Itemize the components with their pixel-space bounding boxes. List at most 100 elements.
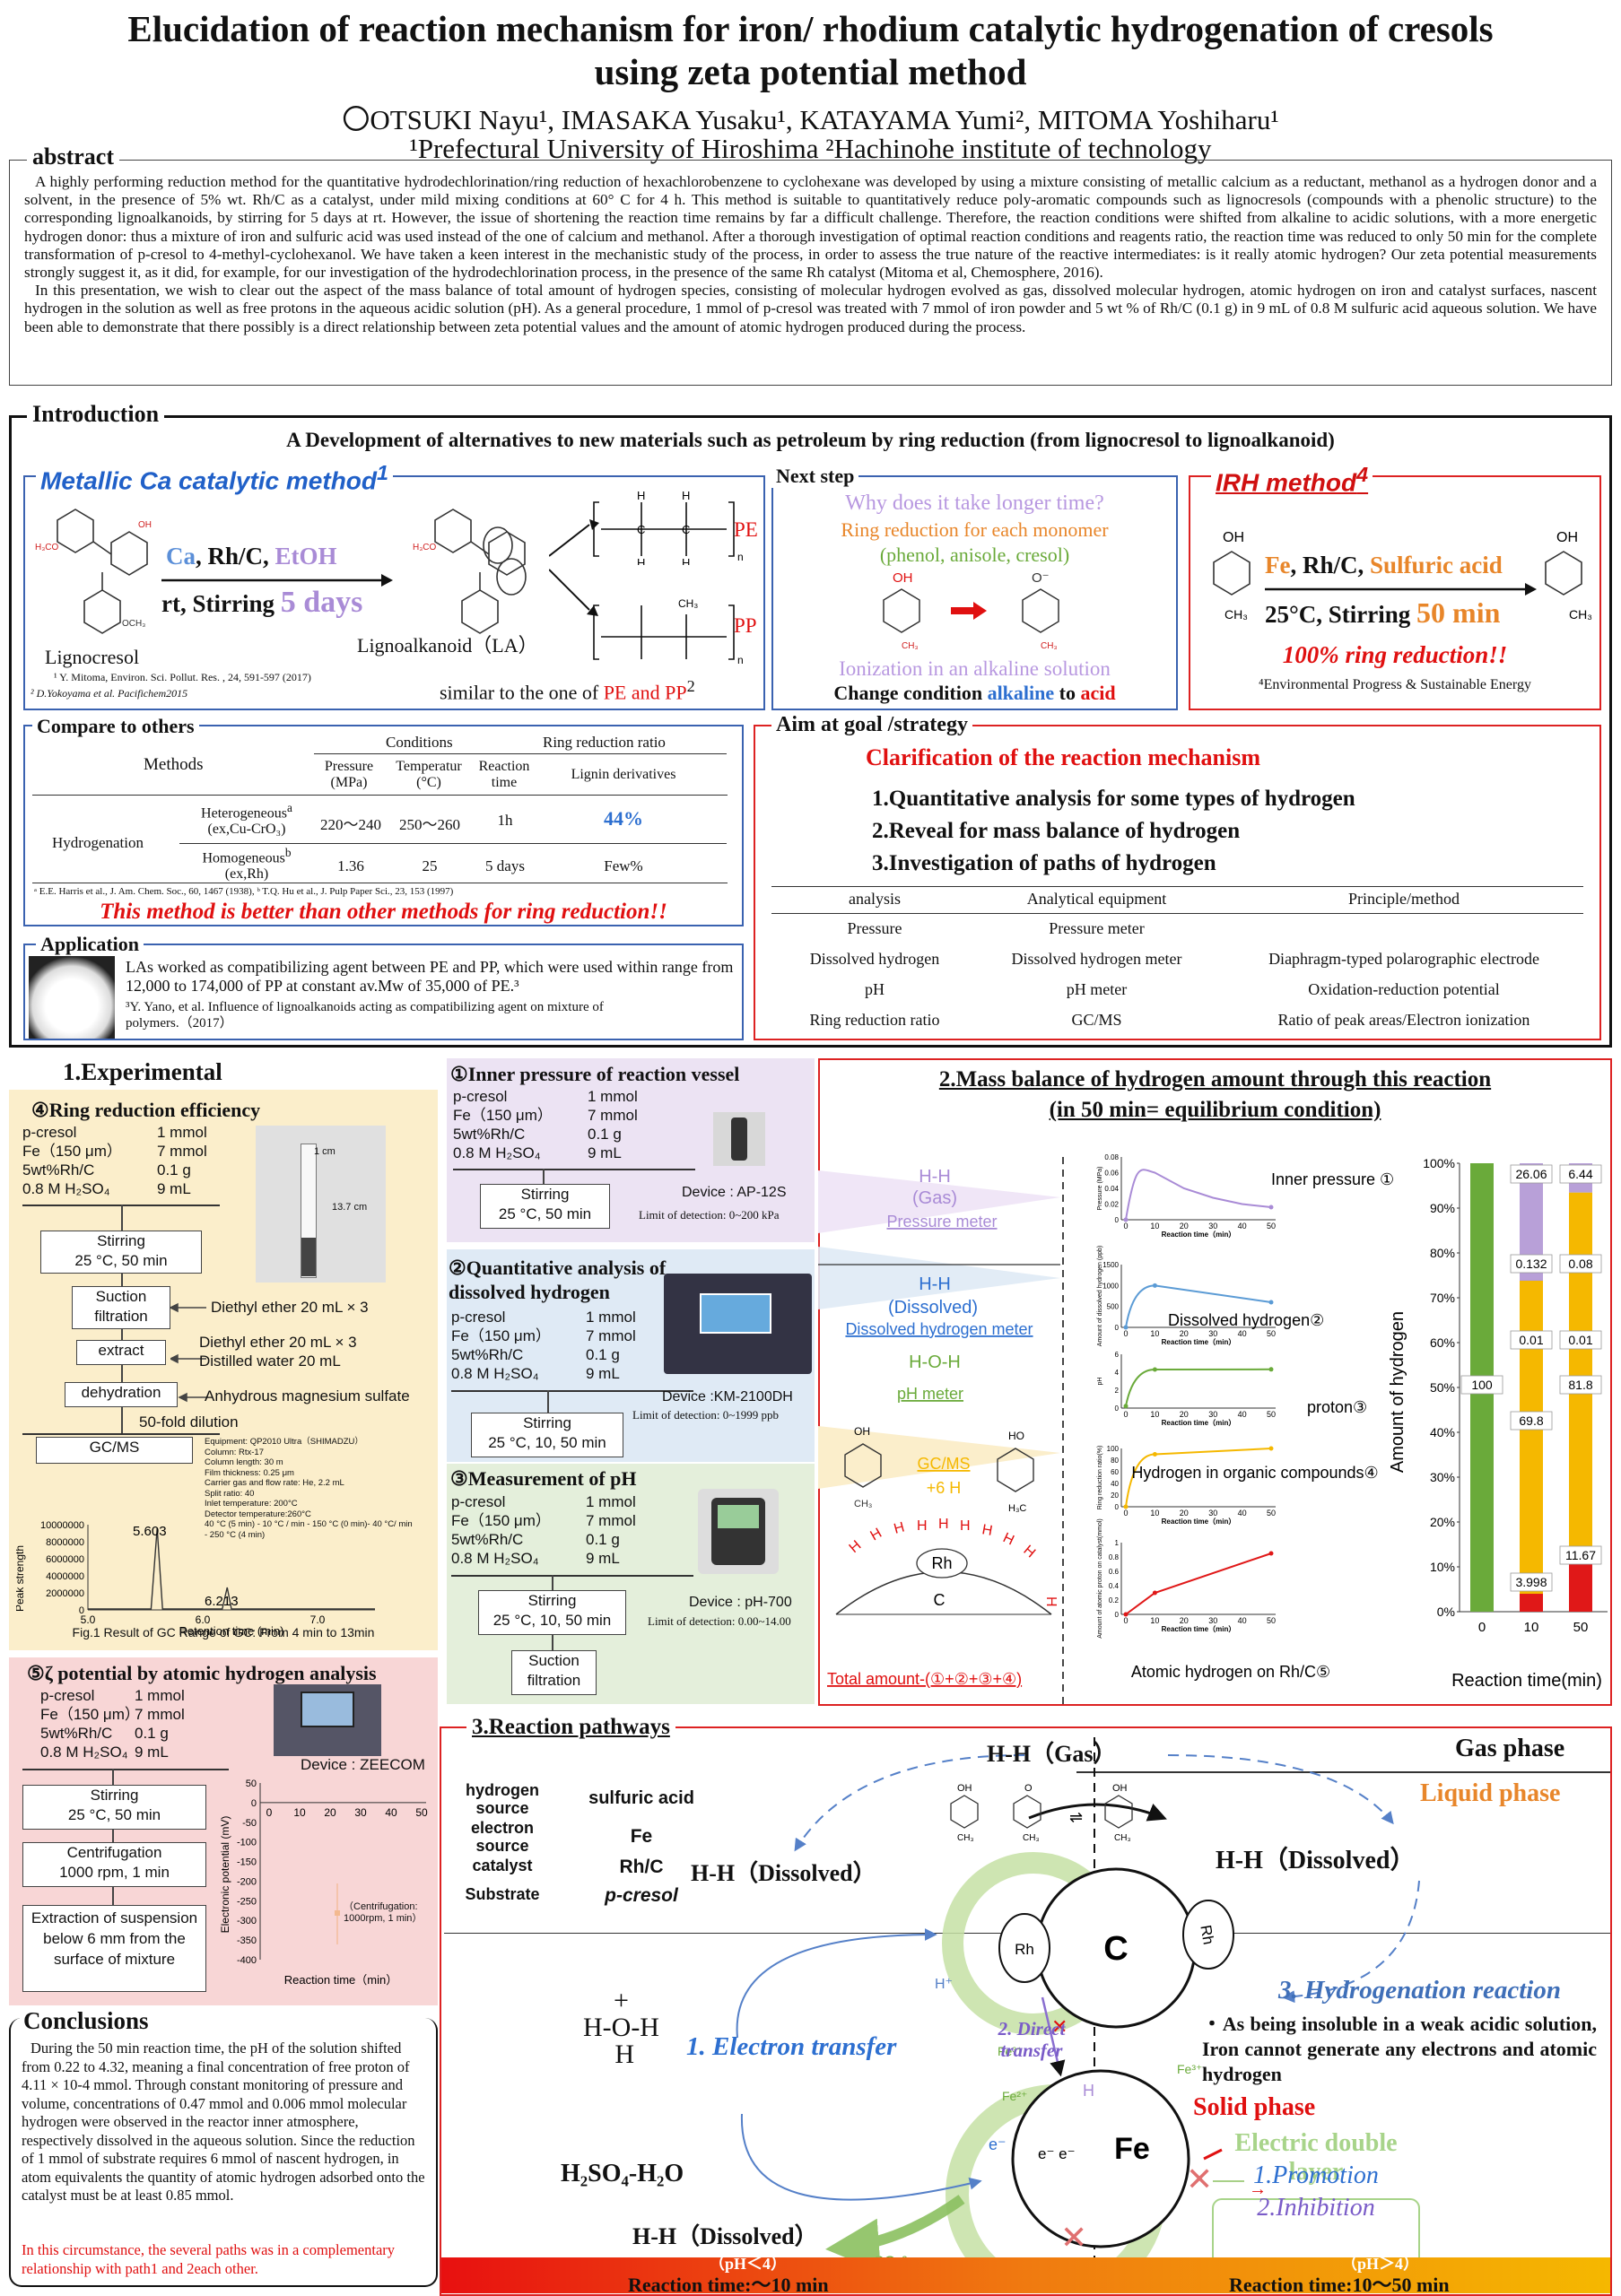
dh-meter-photo xyxy=(664,1274,812,1374)
condition-label: 5wt%Rh/C xyxy=(40,1725,113,1742)
edl-promotion: 1.Promotion xyxy=(1253,2161,1379,2189)
mini-ytick: 500 xyxy=(1107,1303,1120,1311)
mini-series-point xyxy=(1152,1367,1157,1372)
mini-xlabel: Reaction time（min） xyxy=(1162,1337,1236,1346)
irh-panel xyxy=(1189,475,1601,710)
abstract-box: A highly performing reduction method for… xyxy=(9,160,1612,386)
bar-ytick: 0% xyxy=(1437,1605,1455,1619)
mini-ylabel: Amount of dissolved hydrogen (ppb) xyxy=(1097,1246,1103,1346)
ca-ref-1: ¹ Y. Mitoma, Environ. Sci. Pollut. Res. … xyxy=(54,671,311,683)
mini-xtick: 20 xyxy=(1180,1616,1189,1625)
pw-time-1: Reaction time:～10 min xyxy=(628,2274,829,2296)
s4-dilution: 50-fold dilution xyxy=(139,1413,239,1431)
ca-arrow xyxy=(161,574,393,587)
mini-ylabel: Amount of atomic proton on catalyst(mmol… xyxy=(1097,1518,1103,1638)
pw-fe: Fe xyxy=(1114,2132,1150,2166)
ca-conditions: rt, Stirring 5 days xyxy=(161,586,363,619)
title-line-2: using zeta potential method xyxy=(594,51,1027,92)
zeta-ytick: -400 xyxy=(237,1955,257,1966)
condition-value: 0.1 g xyxy=(135,1725,169,1742)
mini-ytick: 0 xyxy=(1115,1503,1120,1511)
svg-text:O⁻: O⁻ xyxy=(1032,570,1050,586)
th-pressure: Pressure (MPa) xyxy=(324,759,374,790)
condition-value: 9 mL xyxy=(586,1365,620,1382)
experimental-heading: 1.Experimental xyxy=(63,1058,222,1085)
aim-cell: GC/MS xyxy=(1071,1011,1122,1029)
zeta-xtick: 40 xyxy=(385,1806,397,1819)
r2-pressure: 1.36 xyxy=(337,857,364,874)
mini-ytick: 1 xyxy=(1115,1539,1120,1547)
mini-series-point xyxy=(1123,1404,1129,1409)
next-step-monomers: (phenol, anisole, cresol) xyxy=(879,544,1070,566)
s4-side-1: Diethyl ether 20 mL × 3 xyxy=(211,1299,369,1316)
r1-time: 1h xyxy=(497,812,513,829)
svg-text:OH: OH xyxy=(138,520,152,530)
mini-ytick: 0.06 xyxy=(1104,1170,1119,1178)
condition-value: 7 mmol xyxy=(586,1327,636,1344)
mini-series-point xyxy=(1152,1452,1157,1457)
mini-ytick: 6 xyxy=(1115,1351,1120,1359)
mini-xtick: 50 xyxy=(1267,1410,1276,1419)
mb-dh-meter: Dissolved hydrogen meter xyxy=(845,1320,1033,1338)
svg-text:CH₃: CH₃ xyxy=(902,641,919,651)
gc-equipment: Equipment: QP2010 Ultra（SHIMADZU）Column:… xyxy=(205,1437,429,1540)
mini-xtick: 10 xyxy=(1150,1329,1159,1338)
mini-series-point xyxy=(1123,1217,1129,1222)
condition-label: p-cresol xyxy=(22,1124,77,1141)
gc-ytick: 2000000 xyxy=(46,1588,84,1599)
legend-key: electron source xyxy=(470,1819,535,1855)
r2-temp: 25 xyxy=(422,857,438,874)
introduction-box xyxy=(9,415,1612,1048)
mini-xtick: 30 xyxy=(1208,1222,1217,1231)
legend-value: Fe xyxy=(630,1826,653,1847)
mini-ytick: 20 xyxy=(1111,1492,1119,1500)
r2-ratio: Few% xyxy=(604,857,643,874)
zeta-ytick: -100 xyxy=(237,1838,257,1848)
pw-hhd-2: H-H（Dissolved） xyxy=(1216,1847,1416,1874)
irh-title: IRH method4 xyxy=(1211,463,1373,498)
condition-row: Fe（150 μm）7 mmol xyxy=(453,1106,668,1125)
mini-xtick: 0 xyxy=(1123,1616,1128,1625)
mini-ytick: 0.02 xyxy=(1104,1201,1119,1209)
mini-series-line xyxy=(1125,1169,1272,1221)
pw-path2: 2. Direct transfer xyxy=(998,2018,1066,2061)
legend-key: hydrogen source xyxy=(465,1781,539,1817)
mini-ytick: 0 xyxy=(1115,1611,1120,1619)
ca-method-title: Metallic Ca catalytic method1 xyxy=(36,461,393,496)
svg-text:Fe³⁺: Fe³⁺ xyxy=(998,2044,1023,2058)
bar-xtick: 50 xyxy=(1573,1620,1589,1635)
bar-ytick: 50% xyxy=(1430,1380,1455,1395)
irh-arrow xyxy=(1265,583,1537,596)
bar-data-label: 0.01 xyxy=(1519,1333,1543,1347)
affiliation: ¹Prefectural University of Hiroshima ²Ha… xyxy=(409,133,1212,164)
next-step-question: Why does it take longer time? xyxy=(845,491,1104,515)
mb-hh-gas: H-H xyxy=(919,1167,951,1187)
title-line-1: Elucidation of reaction mechanism for ir… xyxy=(127,8,1494,49)
svg-text:n: n xyxy=(737,654,744,666)
ca-method-panel xyxy=(23,475,765,710)
zeta-ytick: -150 xyxy=(237,1857,257,1868)
condition-label: 0.8 M H₂SO₄ xyxy=(40,1744,128,1761)
abstract-p2: In this presentation, we wish to clear o… xyxy=(24,282,1597,335)
mini-ytick: 0.6 xyxy=(1109,1568,1120,1576)
r1-ratio: 44% xyxy=(604,807,643,830)
mini-ytick: 1500 xyxy=(1102,1261,1119,1269)
aim-cell: Pressure xyxy=(847,919,902,937)
pw-time-2: Reaction time:10～50 min xyxy=(1229,2274,1450,2296)
compare-title: Compare to others xyxy=(32,715,199,738)
condition-row: Fe（150 μm）7 mmol xyxy=(22,1142,238,1161)
application-text: LAs worked as compatibilizing agent betw… xyxy=(126,958,734,995)
mini-xtick: 20 xyxy=(1180,1222,1189,1231)
s3-title: ③Measurement of pH xyxy=(450,1467,637,1490)
similar-note: similar to the one of PE and PP2 xyxy=(440,677,695,704)
svg-text:H: H xyxy=(682,489,690,502)
svg-text:n: n xyxy=(737,551,744,563)
aim-cell: Dissolved hydrogen xyxy=(809,950,940,968)
ca-reagents: Ca, Rh/C, EtOH xyxy=(166,543,337,570)
